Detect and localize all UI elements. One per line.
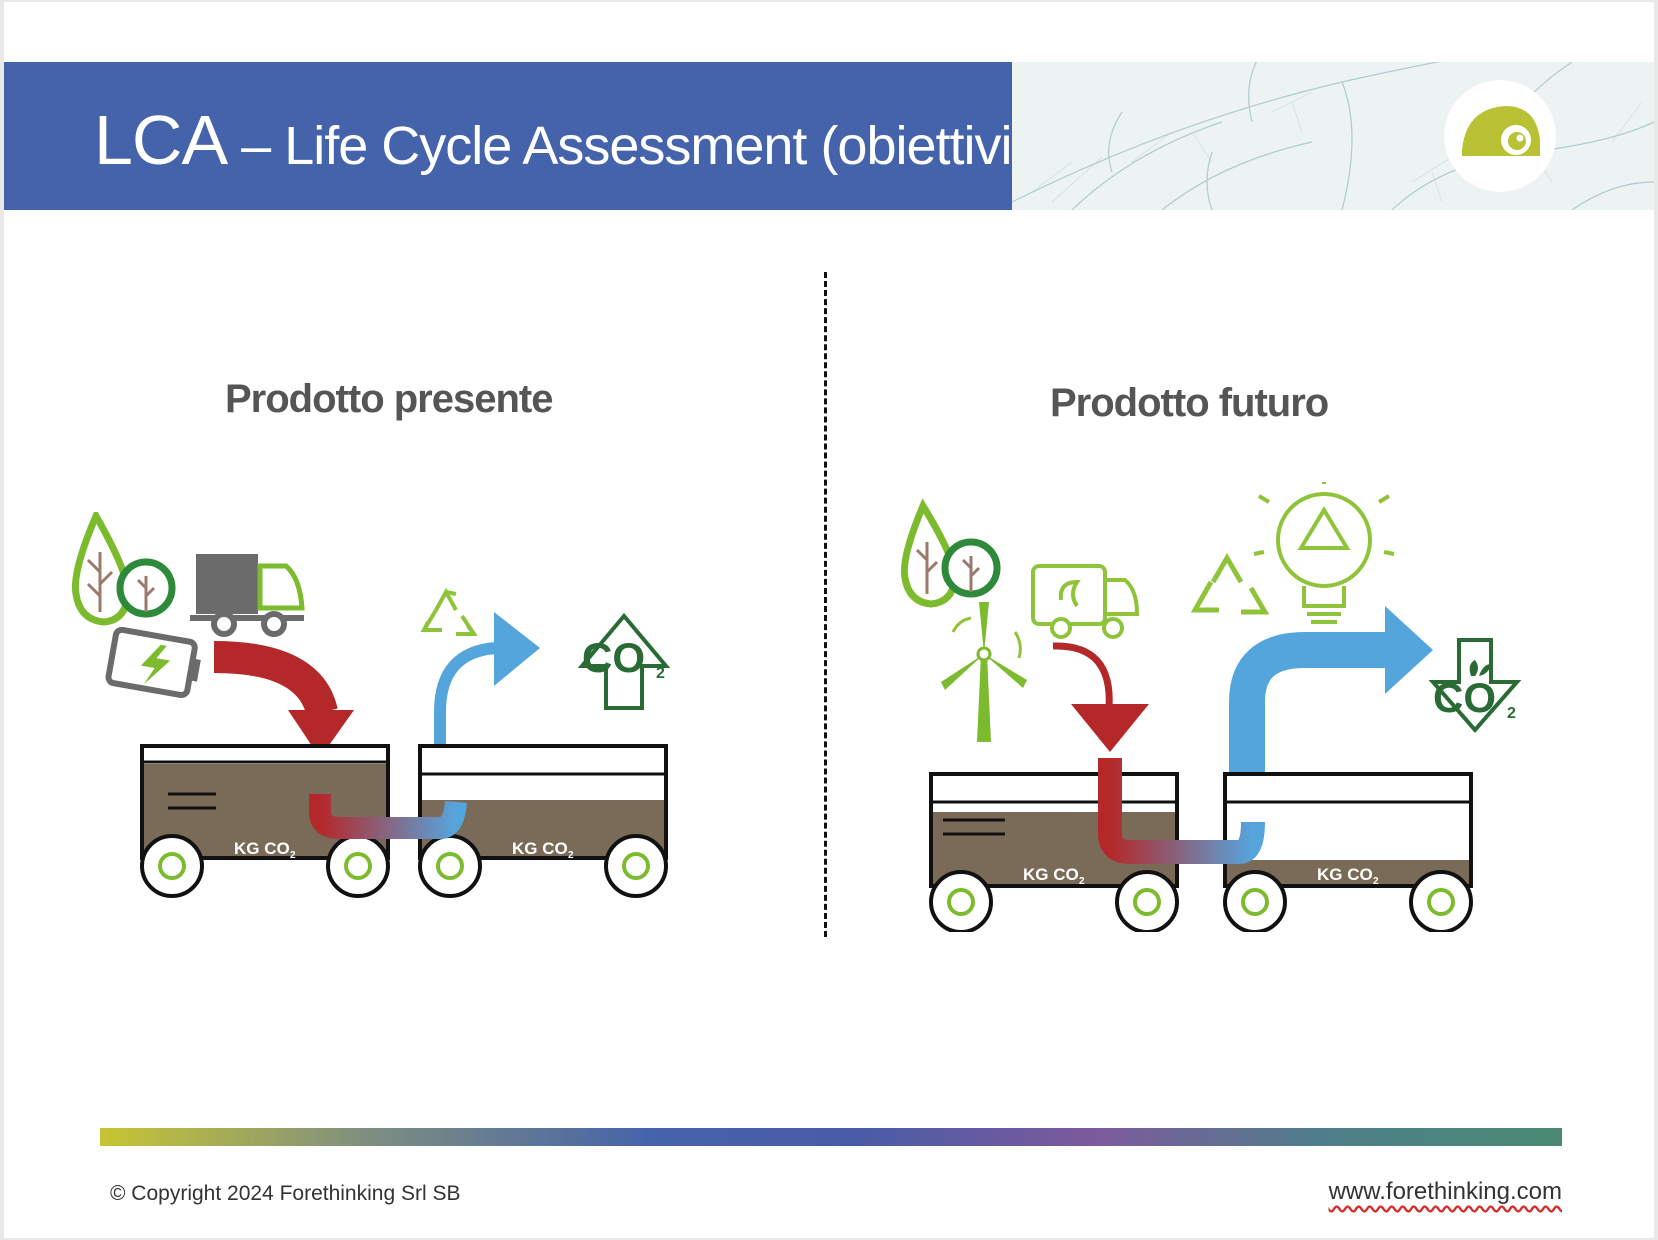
wind-turbine-icon — [941, 602, 1027, 742]
title-main: LCA — [94, 101, 228, 179]
title-separator: – — [227, 116, 285, 176]
battery-icon — [105, 626, 201, 699]
co2-subscript: 2 — [1507, 705, 1516, 722]
title-subtitle: Life Cycle Assessment (obiettivi) — [284, 116, 1029, 176]
section-divider — [824, 272, 827, 937]
heading-present-product: Prodotto presente — [225, 377, 553, 421]
copyright-text: © Copyright 2024 Forethinking Srl SB — [110, 1182, 461, 1205]
heading-future-product: Prodotto futuro — [1050, 381, 1329, 425]
recycle-icon — [420, 587, 478, 636]
tree-icon — [71, 512, 176, 626]
cart-a-kg-label: KG CO — [1023, 865, 1079, 884]
cart-a-kg-subscript: 2 — [1079, 876, 1085, 887]
blue-output-arrow — [434, 612, 540, 802]
cart-b-kg-subscript: 2 — [1373, 876, 1379, 887]
red-input-arrow — [1052, 642, 1149, 752]
tree-icon — [900, 498, 1001, 608]
slide-title: LCA – Life Cycle Assessment (obiettivi) — [94, 100, 1030, 180]
cart-a-kg-subscript: 2 — [290, 850, 296, 861]
co2-label: CO — [582, 634, 645, 681]
cart-present-b: KG CO 2 — [418, 744, 668, 898]
cart-present-a: KG CO 2 — [140, 744, 390, 898]
cart-b-kg-label: KG CO — [1317, 865, 1373, 884]
cart-b-kg-label: KG CO — [512, 839, 568, 858]
slide: LCA – Life Cycle Assessment (obiettivi) — [4, 2, 1654, 1238]
cart-future-a: KG CO 2 — [929, 772, 1179, 932]
co2-label: CO — [1433, 674, 1496, 721]
blue-output-arrow — [1229, 606, 1433, 812]
co2-down-arrow-icon: CO 2 — [1428, 638, 1522, 734]
recycle-icon — [1190, 553, 1270, 615]
transfer-pipe — [1098, 758, 1265, 864]
website-link[interactable]: www.forethinking.com — [1328, 1178, 1562, 1205]
future-product-diagram: CO 2 KG CO 2 KG CO 2 — [900, 482, 1522, 932]
lightbulb-recycle-icon — [1253, 482, 1395, 624]
co2-subscript: 2 — [656, 665, 665, 682]
co2-up-arrow-icon: CO 2 — [577, 612, 671, 710]
forethinking-logo — [1444, 80, 1556, 192]
footer-gradient-bar — [100, 1128, 1562, 1146]
cart-b-kg-subscript: 2 — [568, 850, 574, 861]
transfer-pipe — [309, 794, 467, 839]
red-input-arrow — [213, 641, 354, 758]
cart-a-kg-label: KG CO — [234, 839, 290, 858]
electric-truck-icon — [1031, 564, 1140, 639]
cart-future-b: KG CO 2 — [1223, 772, 1473, 932]
present-product-diagram: CO 2 KG CO 2 KG CO 2 — [71, 512, 671, 898]
truck-icon — [190, 554, 305, 637]
title-band: LCA – Life Cycle Assessment (obiettivi) — [4, 62, 1030, 210]
leaf-texture-image — [1012, 62, 1654, 210]
